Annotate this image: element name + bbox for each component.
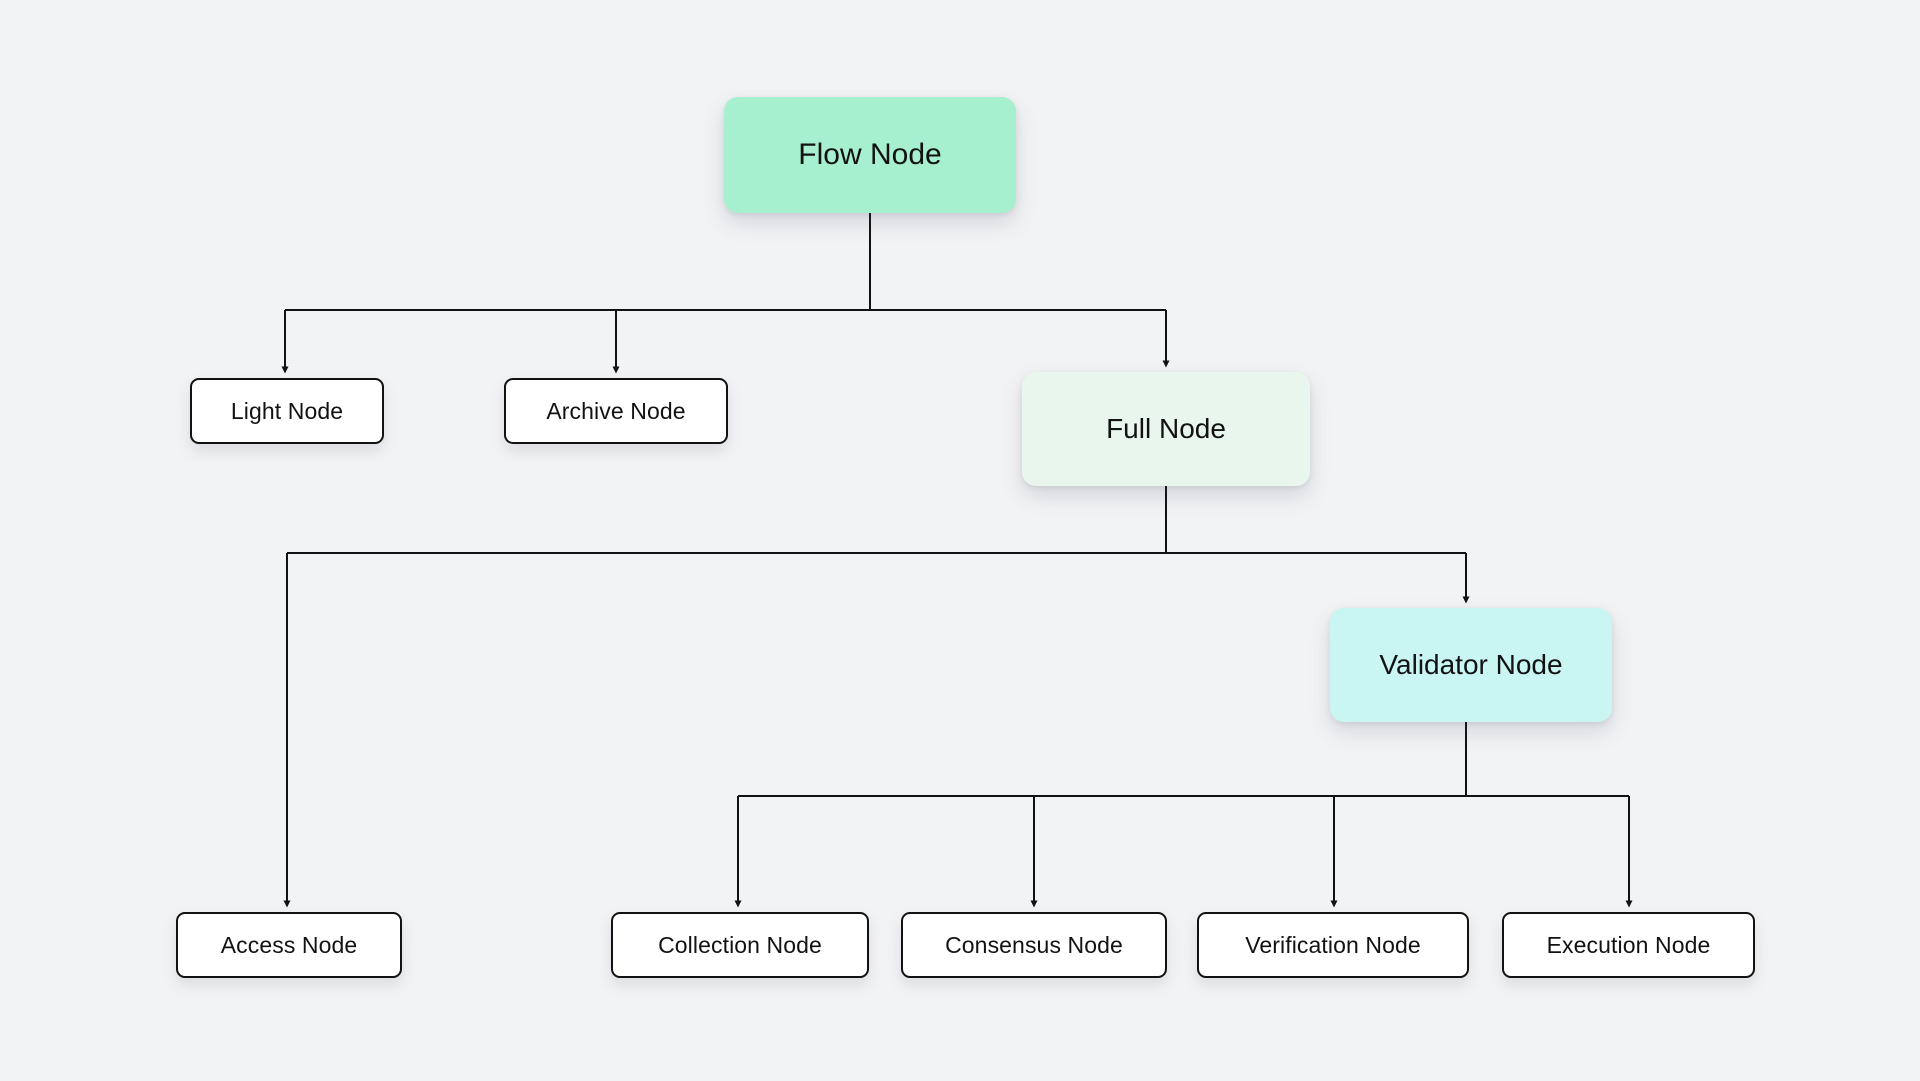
node-validator-node[interactable]: Validator Node xyxy=(1330,608,1612,722)
node-archive-node[interactable]: Archive Node xyxy=(504,378,728,444)
node-flow-node[interactable]: Flow Node xyxy=(724,97,1016,213)
node-consensus-node[interactable]: Consensus Node xyxy=(901,912,1167,978)
node-access-node[interactable]: Access Node xyxy=(176,912,402,978)
node-verification-node[interactable]: Verification Node xyxy=(1197,912,1469,978)
node-collection-node[interactable]: Collection Node xyxy=(611,912,869,978)
node-execution-node[interactable]: Execution Node xyxy=(1502,912,1755,978)
node-light-node[interactable]: Light Node xyxy=(190,378,384,444)
node-full-node[interactable]: Full Node xyxy=(1022,372,1310,486)
